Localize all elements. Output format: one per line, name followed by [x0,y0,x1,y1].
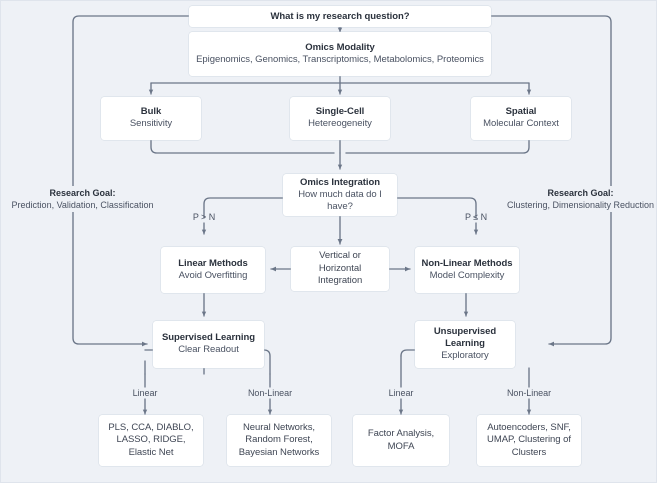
node-leaf-nonlinear-unsupervised[interactable]: Autoencoders, SNF, UMAP, Clustering of C… [477,415,581,466]
node-subtitle: Avoid Overfitting [178,269,248,281]
edge-label-nonlinear-unsupervised: Non-Linear [506,388,552,398]
node-title: Unsupervised Learning [433,326,497,350]
node-title: Omics Modality [305,41,375,53]
node-subtitle: How much data do I have? [298,188,382,213]
node-leaf-linear-unsupervised[interactable]: Factor Analysis, MOFA [353,415,449,466]
node-omics-integration[interactable]: Omics Integration How much data do I hav… [283,174,397,216]
node-subtitle: Epigenomics, Genomics, Transcriptomics, … [196,53,484,65]
node-title: Non-Linear Methods [421,257,513,269]
node-title: What is my research question? [270,10,410,22]
node-subtitle: Factor Analysis, MOFA [367,428,435,452]
node-title: Linear Methods [178,257,248,269]
node-leaf-nonlinear-supervised[interactable]: Neural Networks, Random Forest, Bayesian… [227,415,331,466]
annotation-title: Research Goal: [547,188,614,198]
node-subtitle: PLS, CCA, DIABLO, LASSO, RIDGE, Elastic … [108,421,194,458]
annotation-subtitle: Prediction, Validation, Classification [11,200,154,210]
node-title: Spatial [505,106,537,118]
node-subtitle: Exploratory [441,350,489,362]
node-title: Bulk [140,106,162,118]
node-nonlinear-methods[interactable]: Non-Linear Methods Model Complexity [415,247,519,293]
edge-label-p-leq-n: P ≤ N [464,212,488,222]
node-subtitle: Hetereogeneity [308,118,372,130]
node-spatial[interactable]: Spatial Molecular Context [471,97,571,140]
annotation-research-goal-left: Research Goal: Prediction, Validation, C… [3,186,162,212]
edge-label-linear-unsupervised: Linear [388,388,414,398]
edge-label-linear-supervised: Linear [132,388,158,398]
node-single-cell[interactable]: Single-Cell Hetereogeneity [290,97,390,140]
node-bulk[interactable]: Bulk Sensitivity [101,97,201,140]
node-subtitle: Clear Readout [178,344,239,356]
annotation-title: Research Goal: [49,188,116,198]
annotation-subtitle: Clustering, Dimensionality Reduction [506,200,655,210]
edge-label-nonlinear-supervised: Non-Linear [247,388,293,398]
node-linear-methods[interactable]: Linear Methods Avoid Overfitting [161,247,265,293]
node-title: Omics Integration [300,176,380,188]
node-title: Single-Cell [315,106,365,118]
node-title: Supervised Learning [161,332,256,344]
node-omics-modality[interactable]: Omics Modality Epigenomics, Genomics, Tr… [189,32,491,76]
node-leaf-linear-supervised[interactable]: PLS, CCA, DIABLO, LASSO, RIDGE, Elastic … [99,415,203,466]
node-subtitle: Molecular Context [483,118,559,130]
node-integration-mode[interactable]: Vertical or Horizontal Integration [291,247,389,291]
node-subtitle: Model Complexity [429,269,505,281]
annotation-research-goal-right: Research Goal: Clustering, Dimensionalit… [501,186,656,212]
node-subtitle: Vertical or Horizontal Integration [317,250,363,287]
edge-label-p-greater-n: P > N [192,212,216,222]
node-research-question[interactable]: What is my research question? [189,6,491,27]
node-unsupervised-learning[interactable]: Unsupervised Learning Exploratory [415,321,515,368]
node-subtitle: Neural Networks, Random Forest, Bayesian… [238,421,320,458]
node-supervised-learning[interactable]: Supervised Learning Clear Readout [153,321,264,368]
node-subtitle: Autoencoders, SNF, UMAP, Clustering of C… [487,421,571,458]
node-subtitle: Sensitivity [129,118,173,130]
